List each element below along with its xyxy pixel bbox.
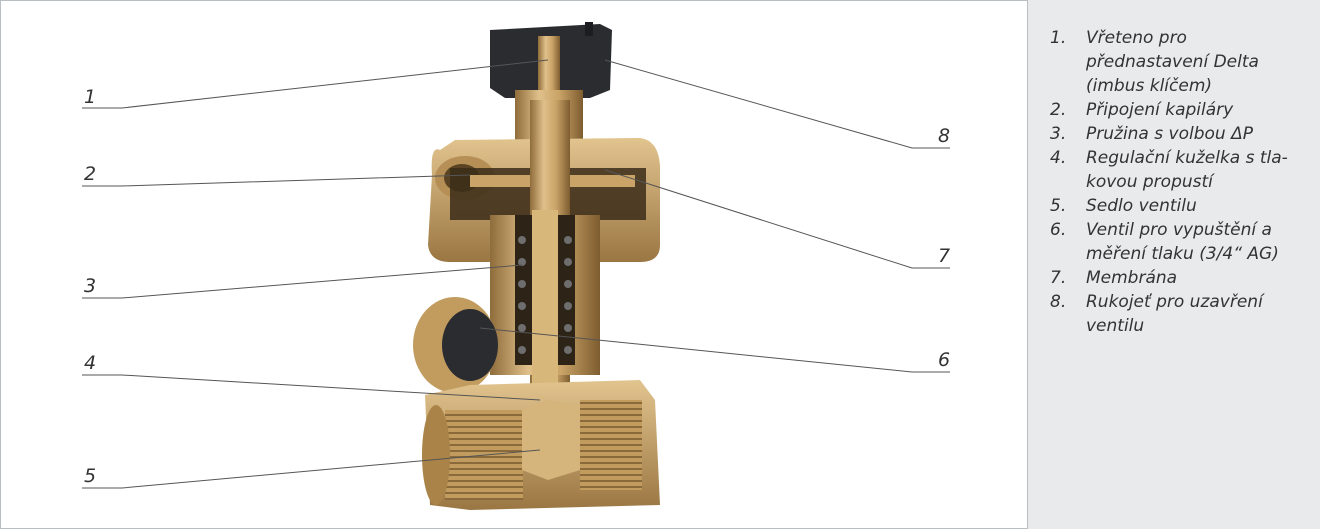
leader-line-6 (479, 327, 950, 373)
valve-illustration: 1 2 3 4 5 8 7 6 (82, 22, 951, 510)
legend-item: 1.Vřeteno pro přednastavení Delta (imbus… (1050, 28, 1259, 96)
callout-2: 2 (84, 163, 97, 185)
leader-lines (82, 59, 950, 489)
callout-1: 1 (84, 86, 97, 108)
valve-cutaway-drawing (413, 22, 660, 510)
callout-8: 8 (938, 125, 951, 147)
legend-item: 6.Ventil pro vypuštění a měření tlaku (3… (1050, 220, 1279, 264)
legend-item: 3.Pružina s volbou ΔP (1050, 124, 1253, 144)
leader-line-8 (604, 59, 950, 149)
legend-item: 2.Připojení kapiláry (1050, 100, 1234, 120)
leader-line-7 (604, 169, 950, 269)
leader-line-5 (82, 449, 541, 489)
callout-7: 7 (938, 245, 951, 267)
legend-item: 8.Rukojeť pro uzavření ventilu (1050, 292, 1263, 336)
leader-line-3 (82, 264, 523, 299)
callout-6: 6 (938, 349, 951, 371)
legend-list: 1.Vřeteno pro přednastavení Delta (imbus… (1028, 0, 1320, 338)
legend-item: 7.Membrána (1050, 268, 1178, 288)
callout-5: 5 (84, 465, 97, 487)
legend-item: 4.Regulační kuželka s tla-kovou propustí (1050, 148, 1288, 192)
spindle (538, 36, 560, 106)
legend-panel: 1.Vřeteno pro přednastavení Delta (imbus… (1027, 0, 1320, 529)
legend-item: 5.Sedlo ventilu (1050, 196, 1197, 216)
leader-line-2 (82, 174, 471, 187)
callout-4: 4 (84, 352, 97, 374)
callout-3: 3 (84, 275, 97, 297)
leader-line-4 (82, 374, 541, 401)
leader-line-1 (82, 59, 549, 109)
